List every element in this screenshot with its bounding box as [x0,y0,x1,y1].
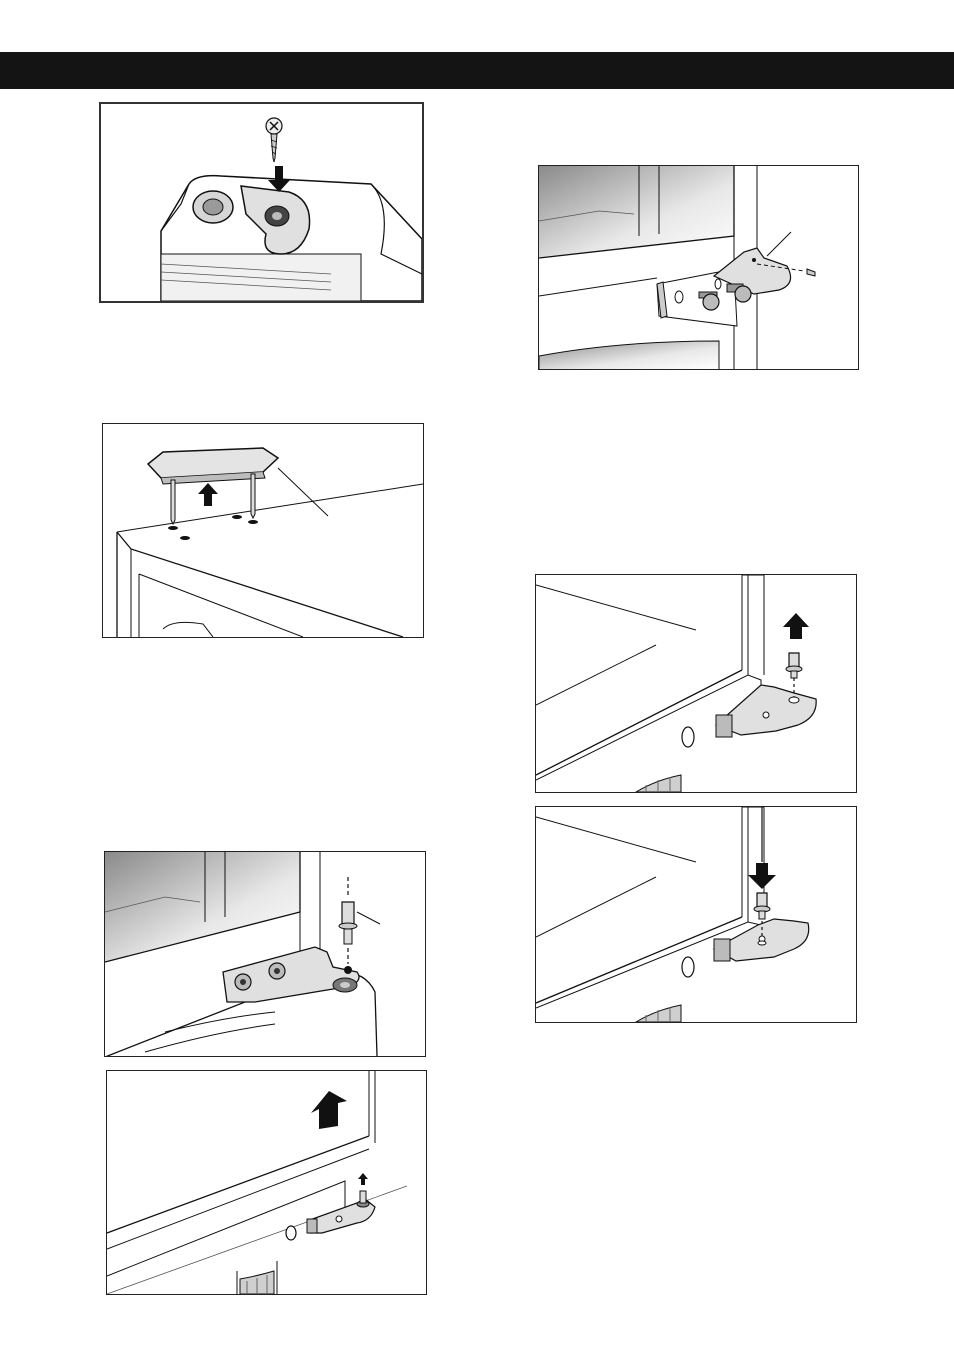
header-bar [0,52,954,89]
down-arrow-icon [748,863,776,889]
illustration-hinge-cover-screw [99,102,424,303]
up-arrow-icon [198,483,218,506]
illustration-middle-hinge-bracket [538,165,859,370]
small-up-arrow-icon [358,1173,368,1185]
illustration-middle-hinge-pin [104,851,426,1057]
up-arrow-icon [783,613,809,639]
illustration-lower-hinge-pin-insert [535,806,857,1023]
illustration-top-cover-lift [102,423,424,638]
illustration-lower-hinge-pin-remove [535,574,857,793]
up-arrow-icon [311,1091,347,1129]
screw-icon [266,118,282,162]
illustration-door-lift-lower-hinge [106,1070,427,1295]
